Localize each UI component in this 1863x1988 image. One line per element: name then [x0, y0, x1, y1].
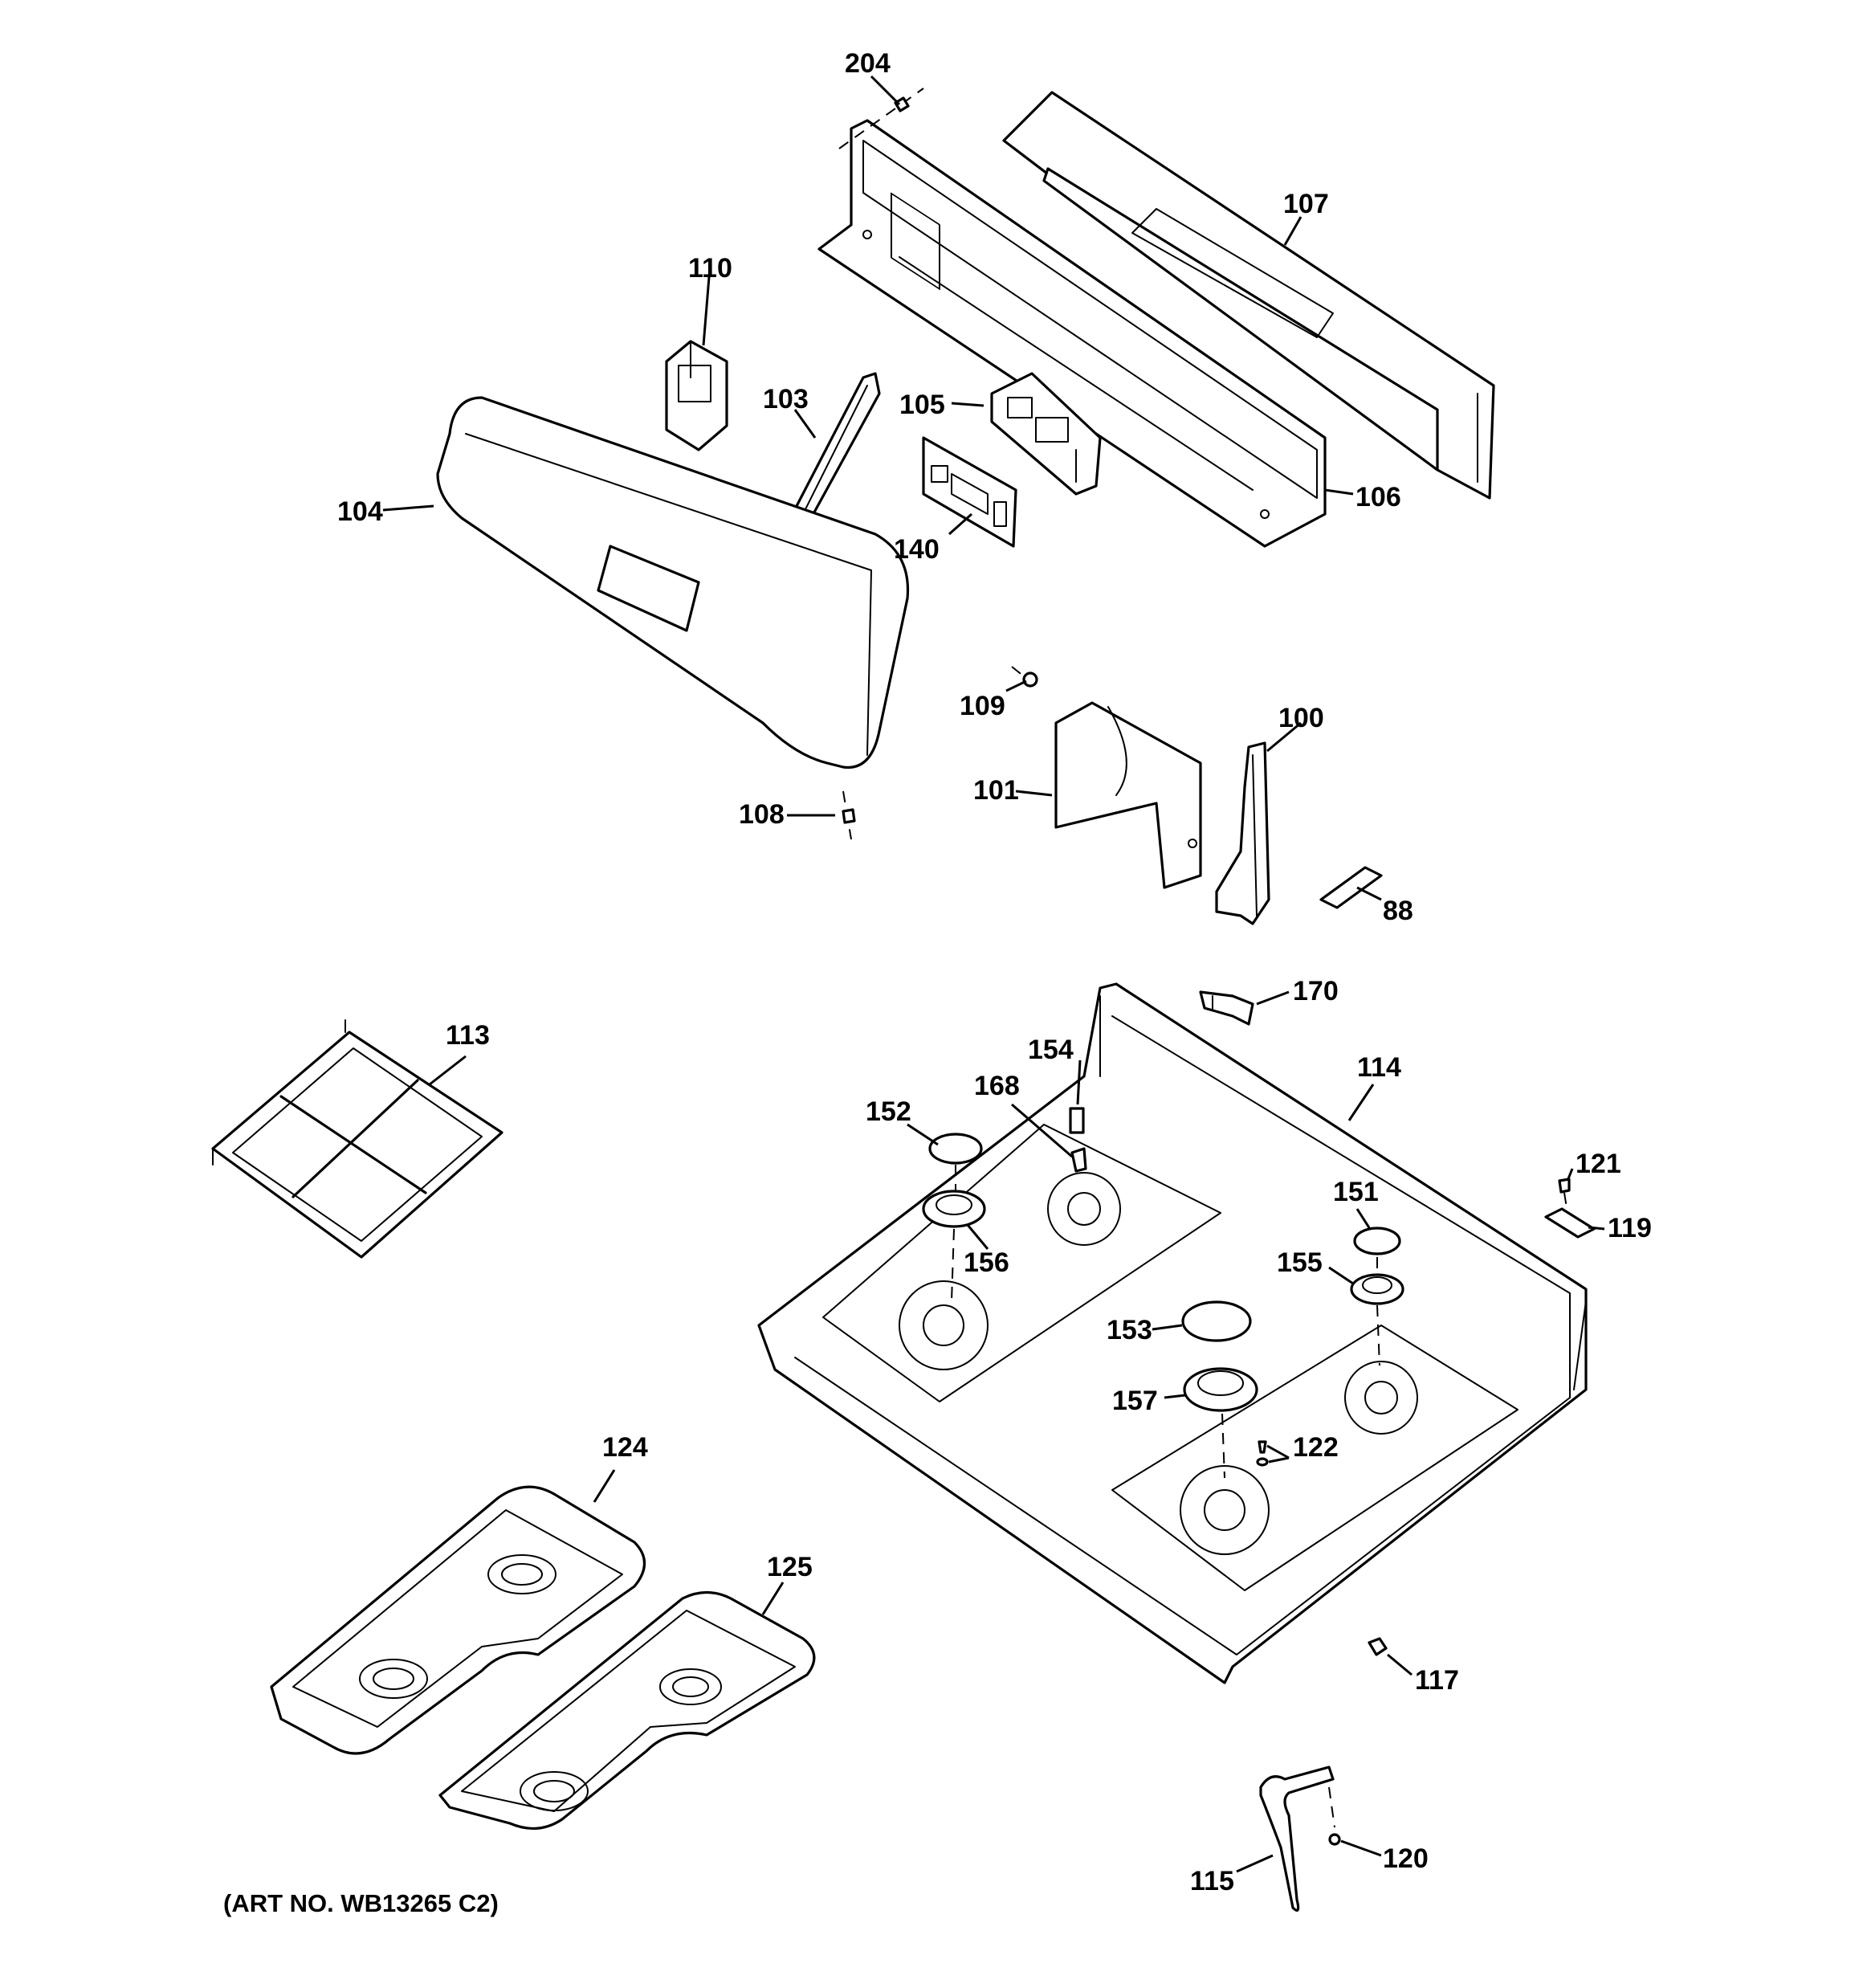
callout-117: 117	[1415, 1665, 1459, 1696]
callout-168: 168	[974, 1071, 1020, 1101]
art-number: (ART NO. WB13265 C2)	[223, 1889, 499, 1917]
backsplash-104	[436, 396, 910, 769]
bracket-103	[795, 372, 881, 524]
burner-head-155	[1350, 1273, 1404, 1366]
callout-105: 105	[899, 390, 945, 420]
callout-151: 151	[1333, 1177, 1379, 1207]
callout-157: 157	[1112, 1386, 1158, 1416]
screw-120	[1328, 1786, 1341, 1846]
callout-108: 108	[739, 799, 785, 830]
bracket-119	[1544, 1207, 1596, 1239]
callout-109: 109	[960, 691, 1005, 721]
bracket-100	[1215, 741, 1270, 925]
rod-115	[1259, 1766, 1335, 1912]
callout-121: 121	[1576, 1149, 1621, 1179]
relay-110	[665, 340, 728, 451]
burner-head-156	[922, 1190, 986, 1302]
callout-122: 122	[1293, 1432, 1339, 1463]
callout-155: 155	[1277, 1247, 1323, 1278]
callout-120: 120	[1383, 1843, 1429, 1874]
screw-168	[1070, 1147, 1087, 1173]
callout-103: 103	[763, 384, 809, 414]
clip-88	[1319, 866, 1383, 909]
callout-114: 114	[1357, 1052, 1401, 1083]
callout-152: 152	[866, 1096, 911, 1127]
burner-cap-152	[928, 1133, 983, 1205]
nut-109	[1011, 666, 1038, 688]
callout-153: 153	[1107, 1315, 1152, 1345]
callout-106: 106	[1355, 482, 1401, 512]
callout-140: 140	[894, 534, 940, 565]
callout-113: 113	[446, 1020, 490, 1051]
burner-head-157	[1183, 1367, 1258, 1479]
cooktop-114	[757, 982, 1588, 1684]
callout-101: 101	[973, 775, 1019, 806]
callout-100: 100	[1278, 703, 1324, 733]
callout-88: 88	[1383, 896, 1413, 926]
drip-pan-124	[270, 1485, 646, 1755]
overlay-140	[922, 436, 1017, 548]
callout-156: 156	[964, 1247, 1009, 1278]
burner-cap-153	[1181, 1300, 1252, 1342]
callout-170: 170	[1293, 976, 1339, 1006]
callout-124: 124	[602, 1432, 648, 1463]
callout-125: 125	[767, 1552, 813, 1582]
bracket-101	[1054, 701, 1202, 889]
callout-154: 154	[1028, 1035, 1074, 1065]
control-105	[990, 372, 1102, 496]
callout-leaders	[382, 75, 1605, 1873]
callout-labels: 204 107 110 103 105 104 140 106 109 100 …	[337, 48, 1652, 1896]
screws-122	[1256, 1440, 1269, 1467]
screw-121	[1558, 1178, 1571, 1214]
backsplash-bracket-106	[817, 119, 1327, 548]
rear-panel-107	[1002, 91, 1495, 500]
callout-115: 115	[1190, 1866, 1234, 1896]
callout-107: 107	[1283, 189, 1329, 219]
burner-cap-151	[1353, 1227, 1401, 1277]
orifice-154	[1069, 1107, 1085, 1134]
drip-pan-125	[438, 1590, 816, 1831]
screw-170	[1199, 990, 1254, 1026]
callout-104: 104	[337, 496, 383, 527]
callout-204: 204	[845, 48, 891, 79]
callout-119: 119	[1608, 1213, 1652, 1243]
screw-204	[838, 88, 924, 149]
callout-110: 110	[688, 253, 732, 284]
screw-108	[842, 790, 856, 840]
grate-113	[211, 1019, 503, 1259]
nut-117	[1368, 1637, 1388, 1656]
